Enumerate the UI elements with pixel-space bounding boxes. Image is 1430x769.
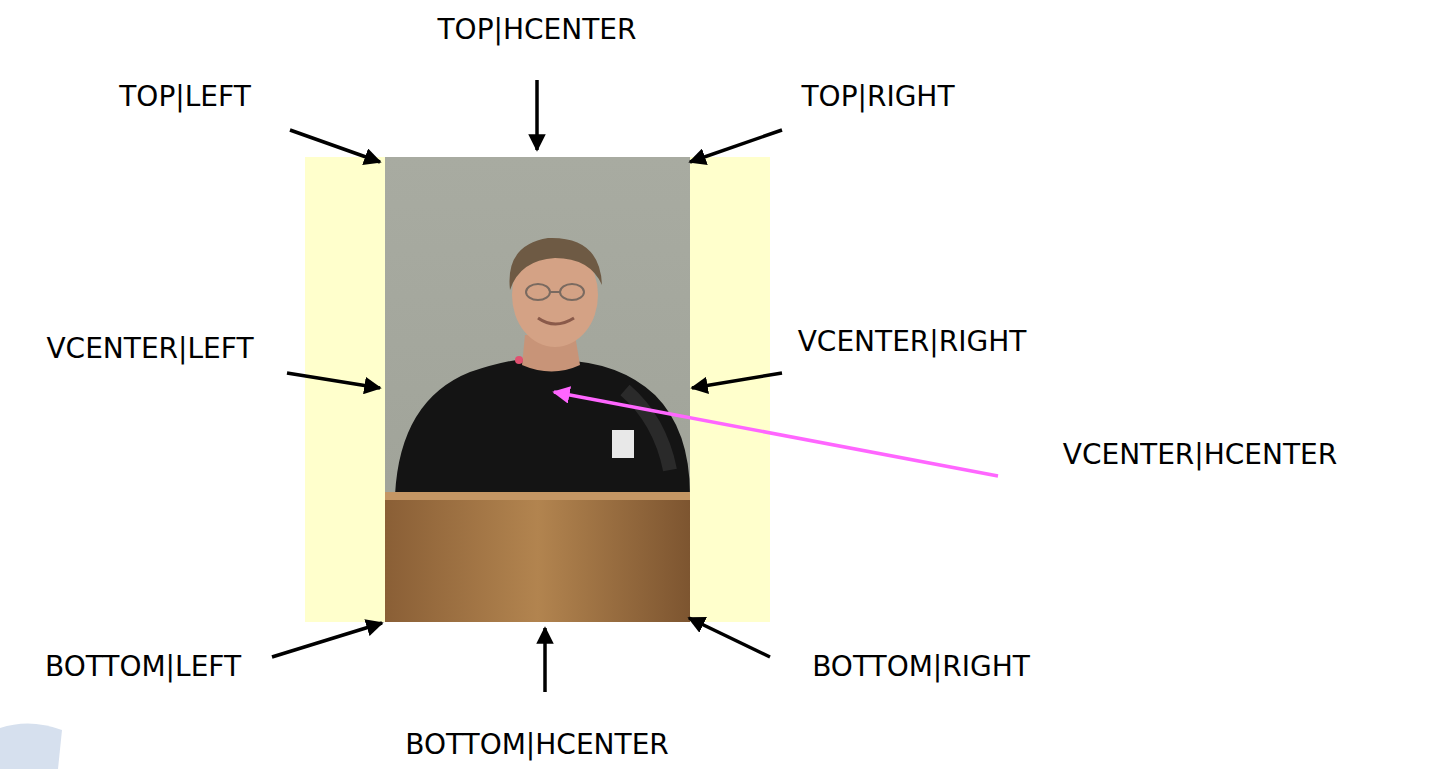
leader-arrows <box>272 80 782 692</box>
position-label: TOP|LEFT <box>119 81 250 113</box>
frame-background <box>305 157 770 622</box>
photo <box>385 157 690 622</box>
logo-fragment <box>0 723 62 769</box>
position-label: TOP|RIGHT <box>801 81 954 113</box>
position-label: BOTTOM|RIGHT <box>812 651 1030 683</box>
position-label: BOTTOM|HCENTER <box>405 729 669 761</box>
position-label: VCENTER|RIGHT <box>798 326 1027 358</box>
position-label: VCENTER|LEFT <box>46 333 253 365</box>
position-label: TOP|HCENTER <box>438 14 637 46</box>
position-label: VCENTER|HCENTER <box>1063 439 1338 471</box>
center-leader-arrow <box>554 392 998 476</box>
position-label: BOTTOM|LEFT <box>45 651 241 683</box>
